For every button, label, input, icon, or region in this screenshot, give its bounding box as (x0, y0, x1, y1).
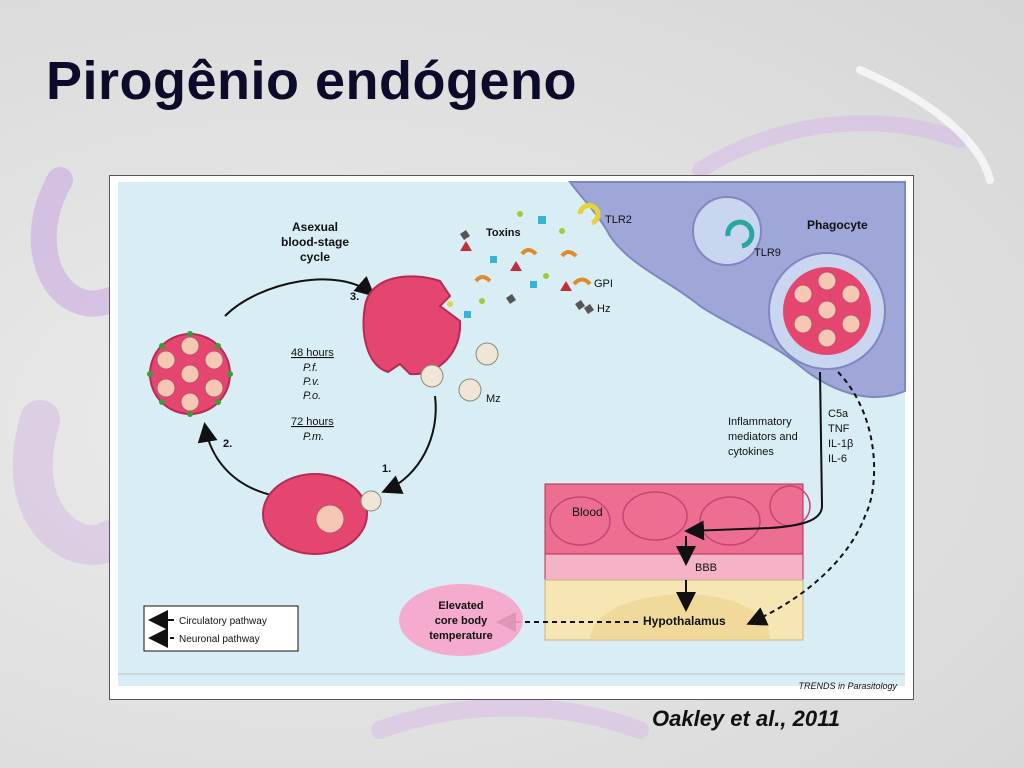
cycle-title-line3: cycle (300, 250, 330, 264)
cytokine-tnf: TNF (828, 423, 850, 435)
bbb-layer (544, 553, 804, 581)
tlr2-receptor-icon (577, 203, 601, 226)
species-pf: P.f. (303, 362, 318, 374)
cytokine-il1b: IL-1β (828, 438, 853, 450)
toxins-label: Toxins (486, 227, 521, 239)
ingested-merozoites (793, 271, 861, 348)
inflammatory-line2: mediators and (728, 431, 798, 443)
species-pm: P.m. (303, 431, 324, 443)
blood-layer (544, 483, 804, 555)
inflammatory-line3: cytokines (728, 446, 774, 458)
legend-circulatory: Circulatory pathway (179, 616, 267, 627)
cycle-arrow-to-trophozoite (197, 422, 276, 497)
malaria-fever-diagram: Phagocyte TLR9 Asexual blood-stage cycle… (109, 175, 914, 700)
step-2-label: 2. (223, 438, 232, 450)
gpi-icon (572, 277, 592, 286)
circulatory-arrow-to-bbb (684, 371, 824, 541)
duration-48h: 48 hours (291, 347, 334, 359)
citation: Oakley et al., 2011 (652, 706, 840, 731)
neuronal-arrow-to-hypothalamus (746, 371, 876, 626)
neuron-shape (590, 594, 770, 640)
mz-label: Mz (486, 393, 501, 405)
toxin-particles (447, 211, 578, 318)
elevated-line2: core body (435, 615, 488, 627)
source-label: TRENDS in Parasitology (798, 681, 897, 691)
species-po: P.o. (303, 390, 321, 402)
cycle-arrow-to-schizont (224, 275, 376, 317)
invading-merozoite (360, 490, 382, 512)
red-blood-cell (262, 473, 368, 555)
ring-stage-parasite (315, 504, 345, 534)
bbb-label: BBB (695, 562, 717, 574)
hypothalamus-label: Hypothalamus (643, 614, 726, 628)
legend-box (143, 605, 299, 652)
schizont-merozoites (156, 336, 224, 412)
species-pv: P.v. (303, 376, 320, 388)
cycle-title-line1: Asexual (292, 220, 338, 234)
hz-label: Hz (597, 303, 610, 315)
rupturing-schizont (362, 275, 462, 376)
blood-cells (549, 485, 811, 546)
tlr9-receptor-icon (725, 219, 755, 249)
cycle-arrow-invasion (381, 395, 437, 494)
gpi-label: GPI (594, 278, 613, 290)
step-3-label: 3. (350, 291, 359, 303)
step-1-label: 1. (382, 463, 391, 475)
released-merozoites (420, 342, 499, 402)
cycle-title-line2: blood-stage (281, 235, 349, 249)
elevated-line3: temperature (429, 630, 493, 642)
elevated-line1: Elevated (438, 600, 483, 612)
tlr9-label: TLR9 (754, 247, 781, 259)
elevated-temperature-blob (399, 584, 523, 656)
slide-title: Pirogênio endógeno (46, 51, 577, 111)
inflammatory-line1: Inflammatory (728, 416, 792, 428)
duration-72h: 72 hours (291, 416, 334, 428)
cytokine-c5a: C5a (828, 408, 849, 420)
blood-label: Blood (572, 505, 603, 519)
tlr2-label: TLR2 (605, 214, 632, 226)
hemozoin-icon (575, 300, 594, 314)
phagocyte-label: Phagocyte (807, 218, 868, 232)
surface-knobs (147, 331, 233, 417)
cytokine-il6: IL-6 (828, 453, 847, 465)
legend-neuronal: Neuronal pathway (179, 634, 260, 645)
diagram-canvas: Phagocyte TLR9 Asexual blood-stage cycle… (118, 181, 906, 691)
